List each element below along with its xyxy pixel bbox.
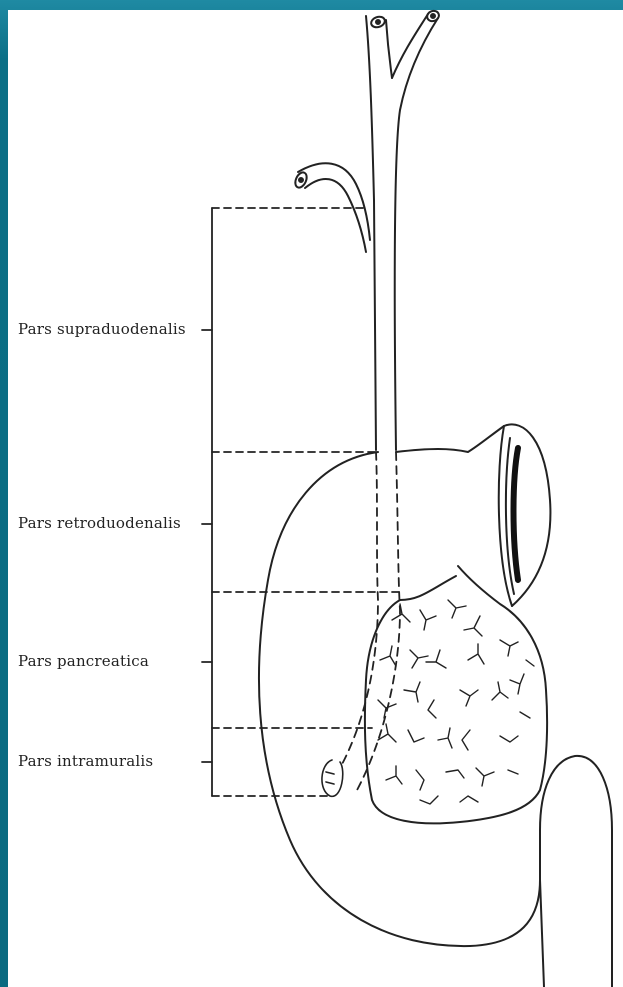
pancreas bbox=[365, 566, 547, 823]
label-pars-intramuralis: Pars intramuralis bbox=[18, 752, 153, 770]
papilla bbox=[322, 760, 343, 796]
hepatic-ducts bbox=[366, 9, 440, 450]
label-pars-retroduodenalis: Pars retroduodenalis bbox=[18, 514, 181, 532]
label-pars-pancreatica: Pars pancreatica bbox=[18, 652, 149, 670]
duodenum bbox=[259, 424, 612, 987]
common-bile-duct-intramural bbox=[340, 452, 400, 792]
segment-brackets bbox=[202, 208, 400, 796]
label-pars-supraduodenalis: Pars supraduodenalis bbox=[18, 320, 186, 338]
